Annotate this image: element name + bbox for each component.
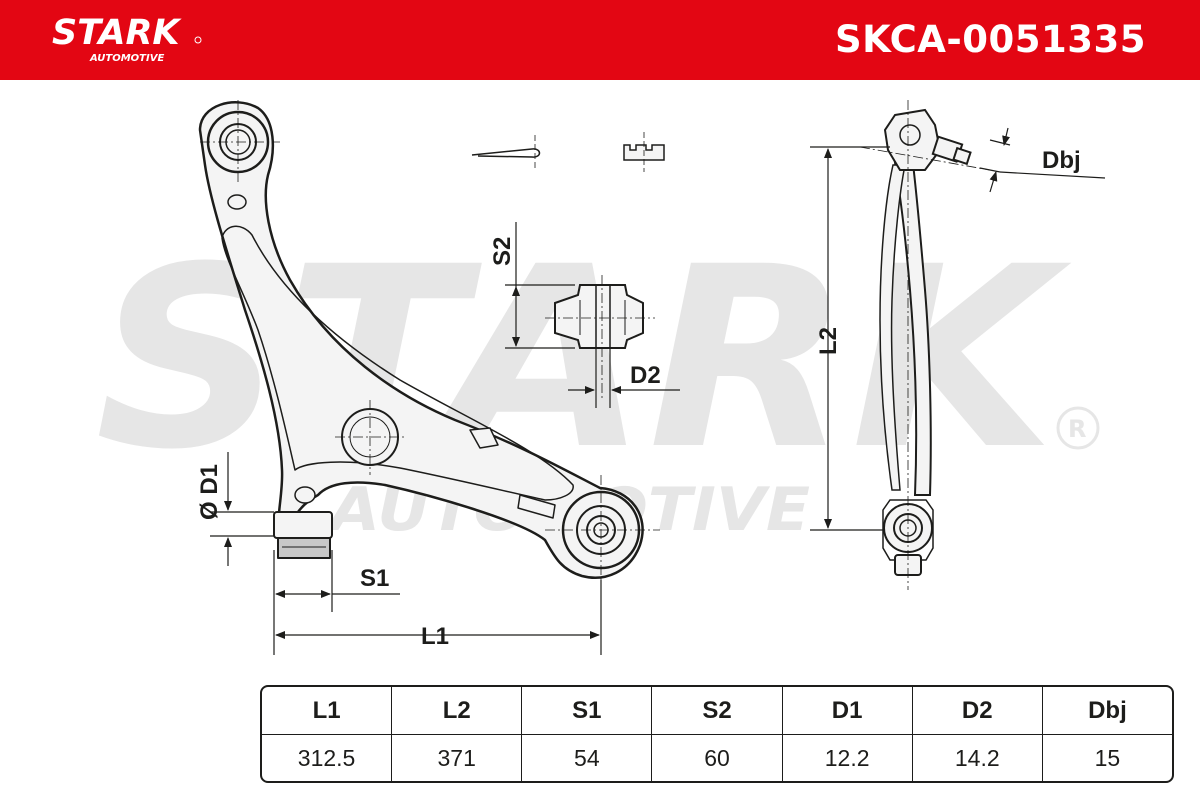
dimension-label-group: L1 S1 Ø D1 S2 D2 L2 Dbj — [196, 147, 1081, 650]
stark-logo: STARK AUTOMOTIVE — [52, 13, 202, 64]
cotter-pin-icon — [471, 135, 541, 170]
dim-label-dbj: Dbj — [1042, 147, 1081, 174]
center-lines — [200, 100, 660, 590]
dim-label-d2: D2 — [630, 362, 661, 389]
svg-text:STARK: STARK — [52, 13, 182, 53]
spec-header-cell: S2 — [651, 687, 781, 734]
spec-value-cell: 12.2 — [781, 735, 912, 781]
control-arm-front-view — [198, 101, 644, 579]
spec-header-cell: L2 — [391, 687, 521, 734]
spec-header-cell: Dbj — [1041, 687, 1172, 734]
svg-text:AUTOMOTIVE: AUTOMOTIVE — [89, 53, 164, 64]
spec-value-cell: 60 — [651, 735, 781, 781]
spec-header-cell: S1 — [521, 687, 651, 734]
spec-value-cell: 15 — [1041, 735, 1172, 781]
spec-table-value-row: 312.5 371 54 60 12.2 14.2 15 — [262, 735, 1172, 781]
spec-table: L1 L2 S1 S2 D1 D2 Dbj 312.5 371 54 60 12… — [260, 685, 1174, 783]
spec-table-header-row: L1 L2 S1 S2 D1 D2 Dbj — [262, 687, 1172, 735]
spec-header-cell: D1 — [781, 687, 912, 734]
spec-value-cell: 54 — [521, 735, 651, 781]
bushing-detail — [545, 275, 655, 400]
spec-header-cell: L1 — [312, 696, 341, 724]
part-number: SKCA-0051335 — [834, 18, 1146, 61]
spec-value-cell: 312.5 — [297, 745, 356, 771]
header-bar: STARK AUTOMOTIVE SKCA-0051335 — [0, 0, 1200, 80]
dim-label-d1: Ø D1 — [196, 464, 223, 520]
dim-label-l1: L1 — [421, 623, 449, 650]
dim-label-s2: S2 — [489, 237, 516, 266]
spec-value-cell: 14.2 — [911, 735, 1042, 781]
svg-text:R: R — [1068, 415, 1086, 443]
control-arm-side-view — [859, 100, 991, 590]
dim-label-l2: L2 — [815, 327, 842, 355]
dimension-lines — [210, 127, 1106, 655]
castle-nut-icon — [623, 132, 665, 172]
spec-header-cell: D2 — [911, 687, 1042, 734]
dim-label-s1: S1 — [360, 565, 389, 592]
technical-drawing: STARK AUTOMOTIVE R — [95, 100, 1106, 655]
spec-value-cell: 371 — [391, 735, 521, 781]
